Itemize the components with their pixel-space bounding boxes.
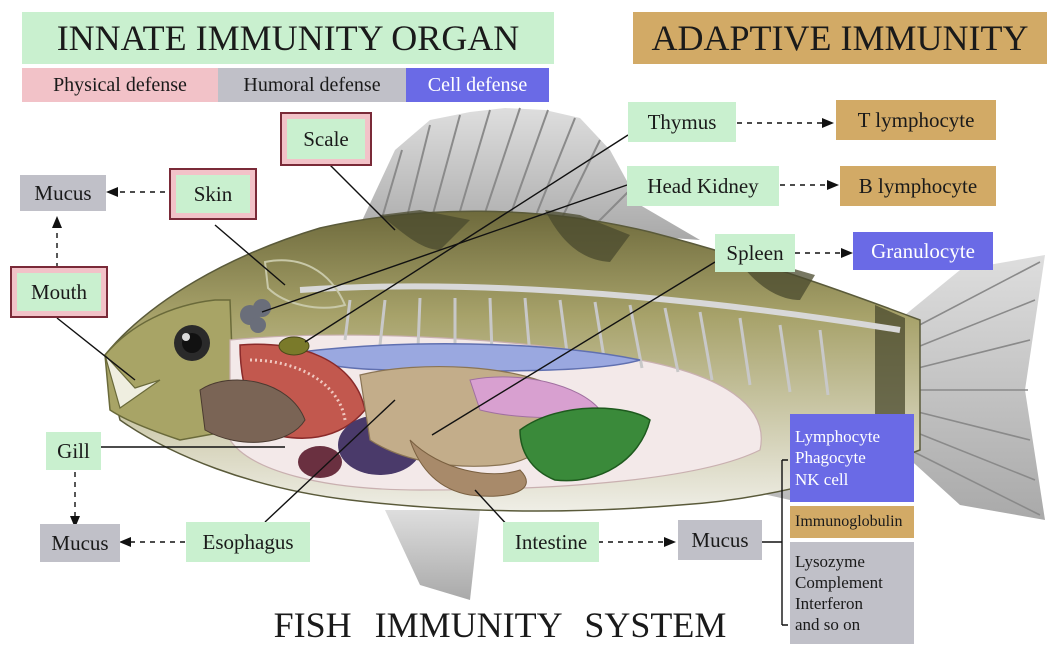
mucus-gill-label: Mucus [40, 524, 120, 562]
mouth-label: Mouth [10, 266, 108, 318]
skin-text: Skin [176, 175, 250, 213]
legend-cell-defense: Cell defense [406, 68, 549, 102]
head-kidney-label: Head Kidney [627, 166, 779, 206]
liver [298, 446, 342, 478]
humoral-components-box: Lysozyme Complement Interferon and so on [790, 542, 914, 644]
legend-physical-defense: Physical defense [22, 68, 218, 102]
esophagus-label: Esophagus [186, 522, 310, 562]
component-and-so-on: and so on [795, 614, 914, 635]
gill-label: Gill [46, 432, 101, 470]
spleen-label: Spleen [715, 234, 795, 272]
mouth-text: Mouth [17, 273, 101, 311]
component-lymphocyte: Lymphocyte [795, 426, 914, 447]
eye [174, 325, 210, 361]
intestine-label: Intestine [503, 522, 599, 562]
adaptive-immunity-title: ADAPTIVE IMMUNITY [633, 12, 1047, 64]
legend-humoral-defense: Humoral defense [218, 68, 406, 102]
diagram-footer-title: FISH IMMUNITY SYSTEM [240, 606, 760, 644]
component-nk-cell: NK cell [795, 469, 914, 490]
skin-label: Skin [169, 168, 257, 220]
t-lymphocyte-label: T lymphocyte [836, 100, 996, 140]
component-immunoglobulin: Immunoglobulin [790, 506, 914, 538]
scale-text: Scale [287, 119, 365, 159]
cell-components-box: Lymphocyte Phagocyte NK cell [790, 414, 914, 502]
thymus-organ [279, 337, 309, 355]
b-lymphocyte-label: B lymphocyte [840, 166, 996, 206]
component-complement: Complement [795, 572, 914, 593]
component-phagocyte: Phagocyte [795, 447, 914, 468]
component-interferon: Interferon [795, 593, 914, 614]
pelvic-fin [385, 510, 480, 600]
granulocyte-label: Granulocyte [853, 232, 993, 270]
mucus-intestine-label: Mucus [678, 520, 762, 560]
scale-label: Scale [280, 112, 372, 166]
thymus-label: Thymus [628, 102, 736, 142]
tail-fin [905, 255, 1045, 520]
component-lysozyme: Lysozyme [795, 551, 914, 572]
mucus-skin-label: Mucus [20, 175, 106, 211]
innate-immunity-title: INNATE IMMUNITY ORGAN [22, 12, 554, 64]
